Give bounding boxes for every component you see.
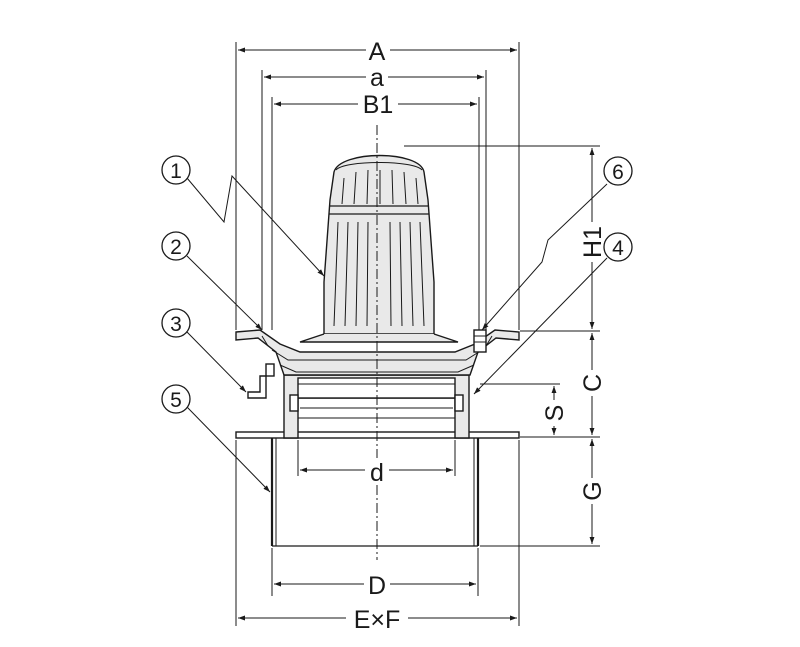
- dimension-b1-label: B1: [363, 91, 394, 119]
- callout-3: 3: [161, 308, 191, 338]
- dimension-label-backdrops: [346, 36, 605, 633]
- dimension-a-lower-label: a: [370, 64, 384, 92]
- callout-2: 2: [161, 231, 191, 261]
- dimension-a-upper-label: A: [369, 38, 386, 66]
- dimension-exf-label: E×F: [354, 606, 401, 634]
- fixing-screw-part: [473, 329, 487, 353]
- dimension-d-outer-label: D: [368, 572, 386, 600]
- dimension-lines: [235, 42, 600, 626]
- clamping-screw-part: [247, 363, 275, 399]
- dimension-c-label: C: [579, 374, 607, 392]
- callout-3-number: 3: [170, 313, 182, 336]
- dimension-d-inner-label: d: [370, 459, 384, 487]
- dimension-g-label: G: [579, 481, 607, 500]
- callout-5-number: 5: [170, 389, 182, 412]
- callout-1: 1: [161, 155, 191, 185]
- dimension-s-label: S: [541, 405, 569, 422]
- callout-6-number: 6: [612, 161, 624, 184]
- callout-4-number: 4: [612, 237, 624, 260]
- dimension-h1-label: H1: [579, 226, 607, 258]
- callout-2-number: 2: [170, 236, 182, 259]
- callout-5: 5: [161, 384, 191, 414]
- gravel-guard-dome-part: [299, 154, 459, 343]
- callout-6: 6: [603, 156, 633, 186]
- callout-1-number: 1: [170, 160, 182, 183]
- callout-4: 4: [603, 232, 633, 262]
- leader-lines: [186, 174, 608, 493]
